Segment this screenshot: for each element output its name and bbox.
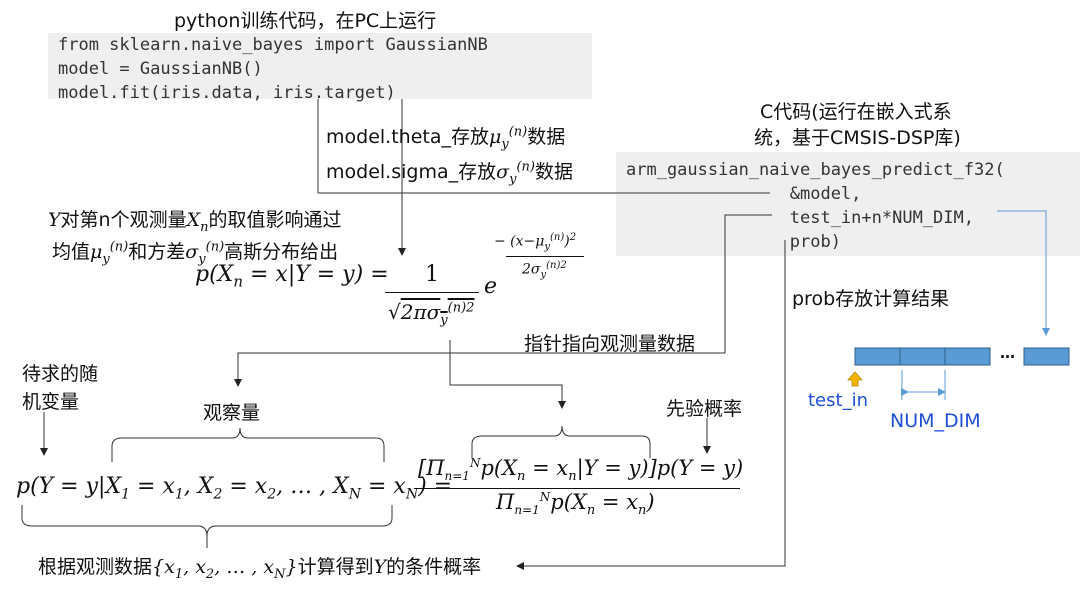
theta-label: model.theta_存放μy(n)数据 <box>326 122 565 152</box>
gaussian-fraction-bar <box>385 292 479 293</box>
c-code-block: arm_gaussian_naive_bayes_predict_f32( &m… <box>616 152 1080 256</box>
theta-prefix: model.theta_存放 <box>326 126 489 148</box>
pointer-icon <box>847 371 863 387</box>
prob-result-line <box>516 240 786 570</box>
code-line: model.fit(iris.data, iris.target) <box>58 83 396 103</box>
prior-label: 先验概率 <box>666 398 743 420</box>
code-line: from sklearn.naive_bayes import Gaussian… <box>58 35 488 55</box>
code-line: arm_gaussian_naive_bayes_predict_f32( <box>626 160 1005 180</box>
posterior-formula: p(Y = y|X1 = x1, X2 = x2, … , XN = xN) = <box>16 474 453 503</box>
code-line: test_in+n*NUM_DIM, <box>626 208 974 228</box>
c-block-title-line2: 统，基于CMSIS-DSP库) <box>754 127 961 149</box>
array-cell <box>899 347 946 366</box>
model-link-line <box>317 99 770 194</box>
array-cell <box>1023 347 1070 366</box>
sigma-prefix: model.sigma_存放 <box>326 161 497 183</box>
array-cell <box>944 347 991 366</box>
exp-fraction-bar <box>506 256 584 257</box>
exp-power: − (x−μy(n))2 <box>494 232 577 253</box>
mean-var-text: 均值μy(n)和方差σy(n)高斯分布给出 <box>52 239 339 267</box>
mu-symbol: μy(n) <box>488 124 528 152</box>
code-line: &model, <box>626 184 862 204</box>
exp-base: e <box>484 274 498 299</box>
numerator-bracket <box>471 425 651 458</box>
sigma-suffix: 数据 <box>534 161 573 183</box>
python-block-title: python训练代码，在PC上运行 <box>174 10 437 32</box>
bayes-denominator: Πn=1Np(Xn = xn) <box>496 490 655 519</box>
gaussian-denominator: √2πσy(n)2 <box>388 300 475 328</box>
exp-denominator: 2σy(n)2 <box>522 260 567 281</box>
sigma-label: model.sigma_存放σy(n)数据 <box>326 157 573 187</box>
random-var-label: 待求的随 机变量 <box>22 363 99 413</box>
bayes-numerator: [Πn=1Np(Xn = xn|Y = y)]p(Y = y) <box>418 456 744 485</box>
python-code-block: from sklearn.naive_bayes import Gaussian… <box>48 33 592 103</box>
gaussian-numerator: 1 <box>425 262 439 287</box>
bayes-fraction-bar <box>414 488 740 489</box>
array-arrow-line <box>997 210 1050 336</box>
pointer-label: 指针指向观测量数据 <box>524 333 696 355</box>
conclusion-text: 根据观测数据{x1, x2, … , xN}计算得到Y的条件概率 <box>38 556 482 582</box>
gaussian-to-numerator-line <box>449 340 566 409</box>
conditional-bracket <box>21 505 393 537</box>
code-line: model = GaussianNB() <box>58 59 263 79</box>
influence-text: Y对第n个观测量Xn的取值影响通过 <box>48 209 342 235</box>
theta-suffix: 数据 <box>527 126 566 148</box>
observed-bracket <box>111 427 385 462</box>
pointer-link-line <box>234 214 772 387</box>
num-dim-label: NUM_DIM <box>890 410 981 432</box>
test-in-label: test_in <box>808 390 868 411</box>
code-line: prob) <box>626 232 841 252</box>
array-cell <box>854 347 901 366</box>
prob-result-label: prob存放计算结果 <box>792 288 950 310</box>
c-block-title-line1: C代码(运行在嵌入式系 <box>760 101 952 123</box>
array-ellipsis: … <box>1000 344 1015 362</box>
sigma-symbol: σy(n) <box>496 159 535 187</box>
gaussian-formula: p(Xn = x|Y = y) = <box>195 262 389 291</box>
observed-label: 观察量 <box>203 402 261 424</box>
